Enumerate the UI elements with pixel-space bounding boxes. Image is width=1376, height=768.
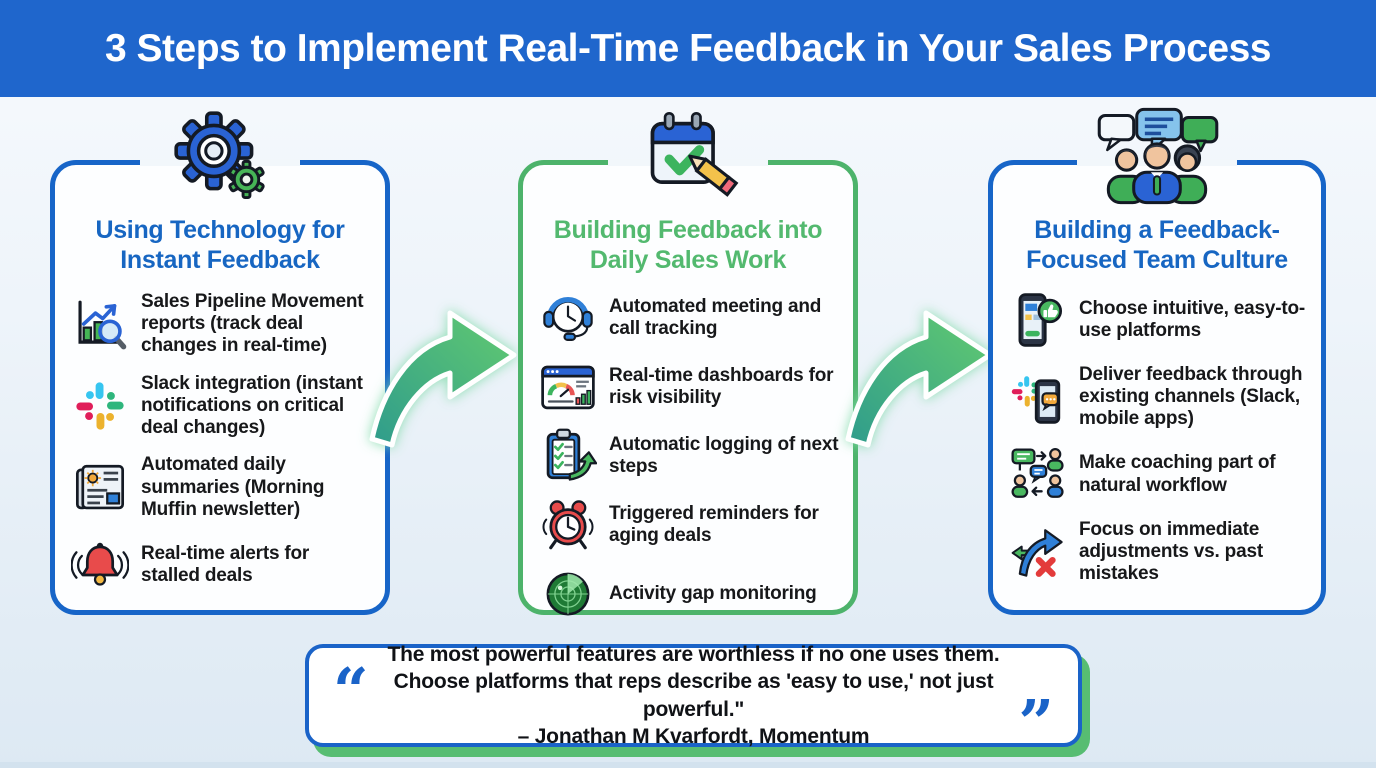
list-item: Triggered reminders for aging deals <box>539 496 839 554</box>
arrow-right-icon <box>840 296 1000 448</box>
headset-clock-icon <box>539 289 597 347</box>
open-quote-icon: “ <box>333 654 369 727</box>
close-quote-icon: ” <box>1018 685 1054 759</box>
arrow-right-icon <box>364 296 524 448</box>
header-bar: 3 Steps to Implement Real-Time Feedback … <box>0 0 1376 97</box>
item-text: Automated meeting and call tracking <box>609 295 822 339</box>
slack-mobile-icon <box>1009 368 1067 426</box>
coaching-workflow-icon <box>1009 446 1067 504</box>
list-item: Real-time alerts for stalled deals <box>71 536 371 594</box>
team-chat-icon <box>1081 107 1233 205</box>
card-item-list: Sales Pipeline Movement reports (track d… <box>55 291 385 594</box>
card-title: Using Technology for Instant Feedback <box>95 216 345 274</box>
list-item: Focus on immediate adjustments vs. past … <box>1009 519 1307 586</box>
item-text: Automated daily summaries (Morning Muffi… <box>141 454 325 520</box>
item-text: Choose intuitive, easy-to-use platforms <box>1079 297 1306 341</box>
bottom-strip <box>0 762 1376 768</box>
card-title: Building Feedback into Daily Sales Work <box>553 216 823 274</box>
alert-bell-icon <box>71 536 129 594</box>
radar-icon <box>539 565 597 623</box>
quote-line-2: Choose platforms that reps describe as '… <box>393 670 994 721</box>
card-title: Building a Feedback-Focused Team Culture <box>1026 216 1288 274</box>
list-item: Deliver feedback through existing channe… <box>1009 364 1307 431</box>
item-text: Activity gap monitoring <box>609 582 817 604</box>
list-item: Automated meeting and call tracking <box>539 289 839 347</box>
item-text: Make coaching part of natural workflow <box>1079 452 1276 496</box>
item-text: Real-time dashboards for risk visibility <box>609 364 834 408</box>
card-team-culture: Building a Feedback-Focused Team Culture <box>988 107 1326 615</box>
adjust-arrow-icon <box>1009 523 1067 581</box>
item-text: Real-time alerts for stalled deals <box>141 542 310 586</box>
phone-thumbs-up-icon <box>1009 291 1067 349</box>
list-item: Automated daily summaries (Morning Muffi… <box>71 454 371 521</box>
card-daily-sales-work: Building Feedback into Daily Sales Work … <box>518 111 858 616</box>
gears-icon <box>167 107 273 203</box>
item-text: Deliver feedback through existing channe… <box>1079 364 1303 430</box>
card-item-list: Automated meeting and call tracking <box>523 289 853 623</box>
list-item: Activity gap monitoring <box>539 565 839 623</box>
dashboard-gauge-icon <box>539 358 597 416</box>
item-text: Sales Pipeline Movement reports (track d… <box>141 291 364 357</box>
list-item: Real-time dashboards for risk visibility <box>539 358 839 416</box>
alarm-clock-icon <box>539 496 597 554</box>
card-item-list: Choose intuitive, easy-to-use platforms <box>993 291 1321 585</box>
newsletter-icon <box>71 459 129 517</box>
list-item: Automatic logging of next steps <box>539 427 839 485</box>
list-item: Make coaching part of natural workflow <box>1009 446 1307 504</box>
slack-icon <box>71 377 129 435</box>
item-text: Focus on immediate adjustments vs. past … <box>1079 518 1263 585</box>
pipeline-chart-icon <box>71 295 129 353</box>
quote-line-1: The most powerful features are worthless… <box>387 642 1000 666</box>
list-item: Sales Pipeline Movement reports (track d… <box>71 291 371 358</box>
clipboard-next-steps-icon <box>539 427 597 485</box>
quote-box: “ The most powerful features are worthle… <box>305 642 1082 759</box>
quote-attribution: – Jonathan M Kvarfordt, Momentum <box>517 724 870 748</box>
item-text: Automatic logging of next steps <box>609 433 839 477</box>
calendar-check-icon <box>633 107 743 203</box>
card-technology: Using Technology for Instant Feedback Sa… <box>50 111 390 615</box>
list-item: Choose intuitive, easy-to-use platforms <box>1009 291 1307 349</box>
item-text: Triggered reminders for aging deals <box>609 502 819 546</box>
page-title: 3 Steps to Implement Real-Time Feedback … <box>105 26 1271 70</box>
list-item: Slack integration (instant notifications… <box>71 373 371 440</box>
item-text: Slack integration (instant notifications… <box>141 372 363 439</box>
